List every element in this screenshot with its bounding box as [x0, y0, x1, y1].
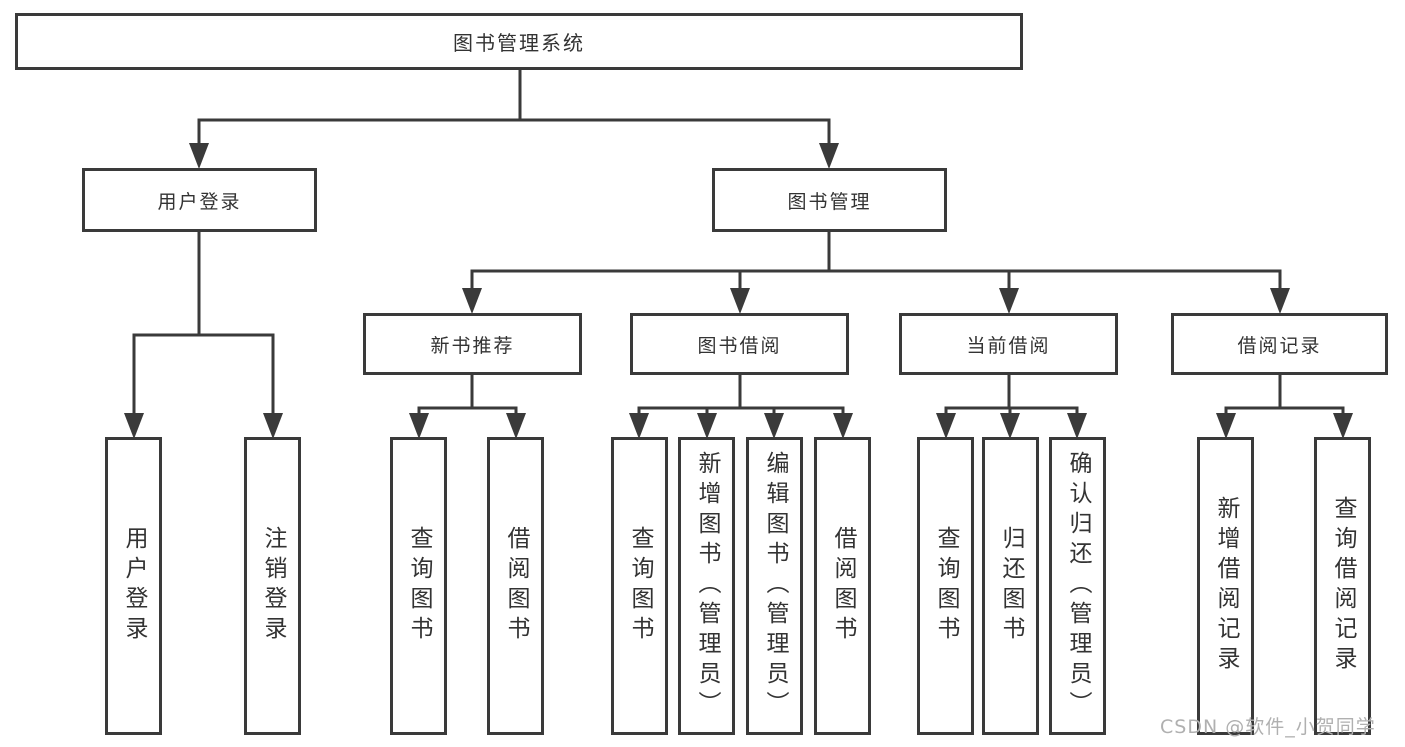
arrow-down-icon	[819, 143, 839, 169]
leaf-cb-query-book: 查询图书	[917, 437, 974, 735]
leaf-bb-add-book-admin: 新增图书（管理员）	[678, 437, 735, 735]
arrow-down-icon	[1270, 288, 1290, 314]
arrow-down-icon	[409, 413, 429, 439]
leaf-cb-confirm-return-admin: 确认归还（管理员）	[1049, 437, 1106, 735]
arrow-down-icon	[1216, 413, 1236, 439]
arrow-down-icon	[124, 413, 144, 439]
arrow-down-icon	[764, 413, 784, 439]
current-borrow-split-line	[944, 375, 1079, 415]
leaf-br-query-record: 查询借阅记录	[1314, 437, 1371, 735]
arrow-down-icon	[462, 288, 482, 314]
book-mgmt-split-line	[470, 232, 1282, 290]
node-book-management: 图书管理	[712, 168, 947, 232]
connector-paths	[132, 70, 1345, 415]
leaf-br-add-record: 新增借阅记录	[1197, 437, 1254, 735]
root-split-line	[197, 70, 831, 146]
node-book-borrow: 图书借阅	[630, 313, 849, 375]
leaf-user-login: 用户登录	[105, 437, 162, 735]
csdn-watermark: CSDN @软件_小贺同学	[1160, 716, 1376, 738]
leaf-cb-return-book: 归还图书	[982, 437, 1039, 735]
arrow-down-icon	[189, 143, 209, 169]
arrow-down-icon	[629, 413, 649, 439]
node-borrow-records: 借阅记录	[1171, 313, 1388, 375]
new-book-rec-split-line	[417, 375, 518, 415]
arrow-down-icon	[1333, 413, 1353, 439]
node-new-book-recommend: 新书推荐	[363, 313, 582, 375]
arrow-down-icon	[1000, 413, 1020, 439]
leaf-bb-borrow-book: 借阅图书	[814, 437, 871, 735]
leaf-rec-borrow-book: 借阅图书	[487, 437, 544, 735]
book-borrow-split-line	[637, 375, 845, 415]
arrow-down-icon	[999, 288, 1019, 314]
leaf-logout: 注销登录	[244, 437, 301, 735]
leaf-bb-query-book: 查询图书	[611, 437, 668, 735]
arrow-down-icon	[936, 413, 956, 439]
arrow-down-icon	[833, 413, 853, 439]
arrow-down-icon	[697, 413, 717, 439]
node-root-system: 图书管理系统	[15, 13, 1023, 70]
arrow-down-icon	[506, 413, 526, 439]
leaf-bb-edit-book-admin: 编辑图书（管理员）	[746, 437, 803, 735]
node-current-borrow: 当前借阅	[899, 313, 1118, 375]
arrow-down-icon	[730, 288, 750, 314]
arrow-down-icon	[1067, 413, 1087, 439]
node-user-login: 用户登录	[82, 168, 317, 232]
leaf-rec-query-book: 查询图书	[390, 437, 447, 735]
user-login-split-line	[132, 232, 275, 414]
arrow-down-icon	[263, 413, 283, 439]
arrowhead-icons	[124, 143, 1353, 439]
borrow-records-split-line	[1224, 375, 1345, 415]
